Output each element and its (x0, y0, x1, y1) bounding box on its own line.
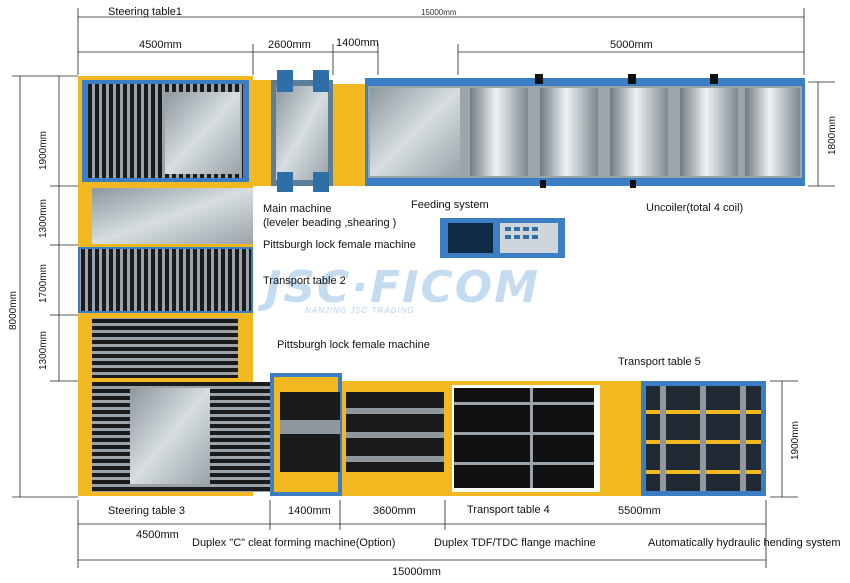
dim-1700: 1700mm (38, 264, 49, 303)
dim-5000: 5000mm (610, 39, 653, 51)
label-steering-table-3: Steering table 3 (108, 505, 186, 517)
main-machine (253, 70, 365, 192)
label-uncoiler: Uncoiler(total 4 coil) (646, 202, 744, 214)
label-steering-table-1: Steering table1 (108, 6, 182, 18)
watermark-logo: JSC·FICOM (265, 262, 540, 313)
dim-1300-a: 1300mm (38, 199, 49, 238)
bottom-dimensions (77, 500, 767, 568)
left-dimensions (12, 75, 78, 498)
dim-1400-top: 1400mm (336, 37, 379, 49)
dim-overall-top: 15000mm (421, 8, 457, 17)
dim-overall-bottom: 15000mm (392, 566, 441, 578)
dim-3600: 3600mm (373, 505, 416, 517)
label-auto-bending: Automatically hydraulic hending system (648, 537, 841, 549)
dim-2600: 2600mm (268, 39, 311, 51)
label-main-machine-detail: (leveler beading ,shearing ) (263, 217, 397, 229)
label-transport-table-5: Transport table 5 (618, 356, 701, 368)
label-transport-table-4: Transport table 4 (467, 504, 550, 516)
watermark-subtext: NANJING JSC TRADING (305, 306, 415, 315)
dim-4500-top: 4500mm (139, 39, 182, 51)
top-dimensions (77, 8, 805, 75)
dim-1900-left: 1900mm (38, 131, 49, 170)
dim-8000: 8000mm (8, 291, 19, 330)
left-column (78, 186, 270, 496)
dim-1800: 1800mm (827, 116, 838, 155)
dim-1300-b: 1300mm (38, 331, 49, 370)
label-duplex-c: Duplex "C" cleat forming machine(Option) (192, 537, 396, 549)
bottom-line (270, 373, 766, 496)
dim-4500-bottom: 4500mm (136, 529, 179, 541)
label-transport-table-2: Transport table 2 (263, 275, 346, 287)
label-pittsburgh-2: Pittsburgh lock female machine (277, 339, 430, 351)
right-dimensions (770, 81, 835, 498)
dim-5500: 5500mm (618, 505, 661, 517)
uncoiler-line (365, 74, 805, 188)
dim-1400-bottom: 1400mm (288, 505, 331, 517)
label-main-machine: Main machine (263, 203, 332, 215)
label-feeding-system: Feeding system (411, 199, 489, 211)
control-panel (440, 218, 565, 258)
label-duplex-tdf: Duplex TDF/TDC flange machine (434, 537, 596, 549)
label-pittsburgh-1: Pittsburgh lock female machine (263, 239, 416, 251)
dim-1900-right: 1900mm (790, 421, 801, 460)
steering-table-1 (78, 76, 253, 186)
